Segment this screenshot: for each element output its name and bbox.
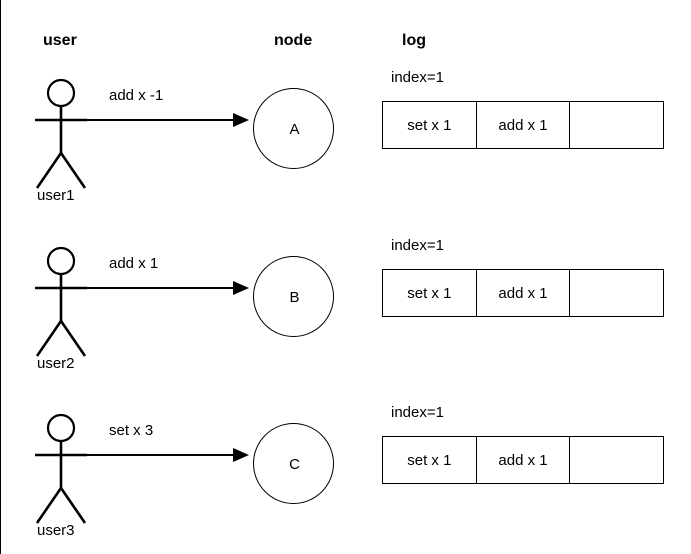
log-index-label: index=1 (391, 237, 444, 254)
diagram-row: user2 add x 1 B index=1 set x 1 add x 1 (1, 228, 691, 393)
arrow-label: add x -1 (109, 87, 164, 104)
node-label: A (289, 121, 300, 138)
arrow-right-icon (81, 276, 256, 300)
diagram-row: user3 set x 3 C index=1 set x 1 add x 1 (1, 395, 691, 554)
column-header-log: log (402, 32, 426, 49)
node-circle: A (253, 88, 334, 169)
log-cell: set x 1 (383, 270, 477, 316)
arrow-label: set x 3 (109, 422, 154, 439)
node-circle: C (253, 423, 334, 504)
arrow-right-icon (81, 443, 256, 467)
log-cell (570, 102, 663, 148)
log-cell (570, 437, 663, 483)
node-label: B (289, 289, 300, 306)
log-table: set x 1 add x 1 (382, 269, 664, 317)
log-cell: set x 1 (383, 437, 477, 483)
diagram-row: user1 add x -1 A index=1 set x 1 add x 1 (1, 60, 691, 225)
actor-label: user3 (37, 522, 75, 539)
log-cell: add x 1 (477, 102, 571, 148)
log-index-label: index=1 (391, 69, 444, 86)
log-index-label: index=1 (391, 404, 444, 421)
log-cell: add x 1 (477, 270, 571, 316)
arrow-right-icon (81, 108, 256, 132)
actor-label: user1 (37, 187, 75, 204)
stick-figure-icon: user1 (29, 68, 109, 208)
column-header-node: node (274, 32, 313, 49)
stick-figure-icon: user3 (29, 403, 109, 543)
column-header-user: user (43, 32, 77, 49)
log-cell (570, 270, 663, 316)
log-cell: add x 1 (477, 437, 571, 483)
arrow-label: add x 1 (109, 255, 159, 272)
node-circle: B (253, 256, 334, 337)
log-cell: set x 1 (383, 102, 477, 148)
node-label: C (289, 456, 300, 473)
stick-figure-icon: user2 (29, 236, 109, 376)
actor-label: user2 (37, 355, 75, 372)
log-table: set x 1 add x 1 (382, 436, 664, 484)
log-table: set x 1 add x 1 (382, 101, 664, 149)
